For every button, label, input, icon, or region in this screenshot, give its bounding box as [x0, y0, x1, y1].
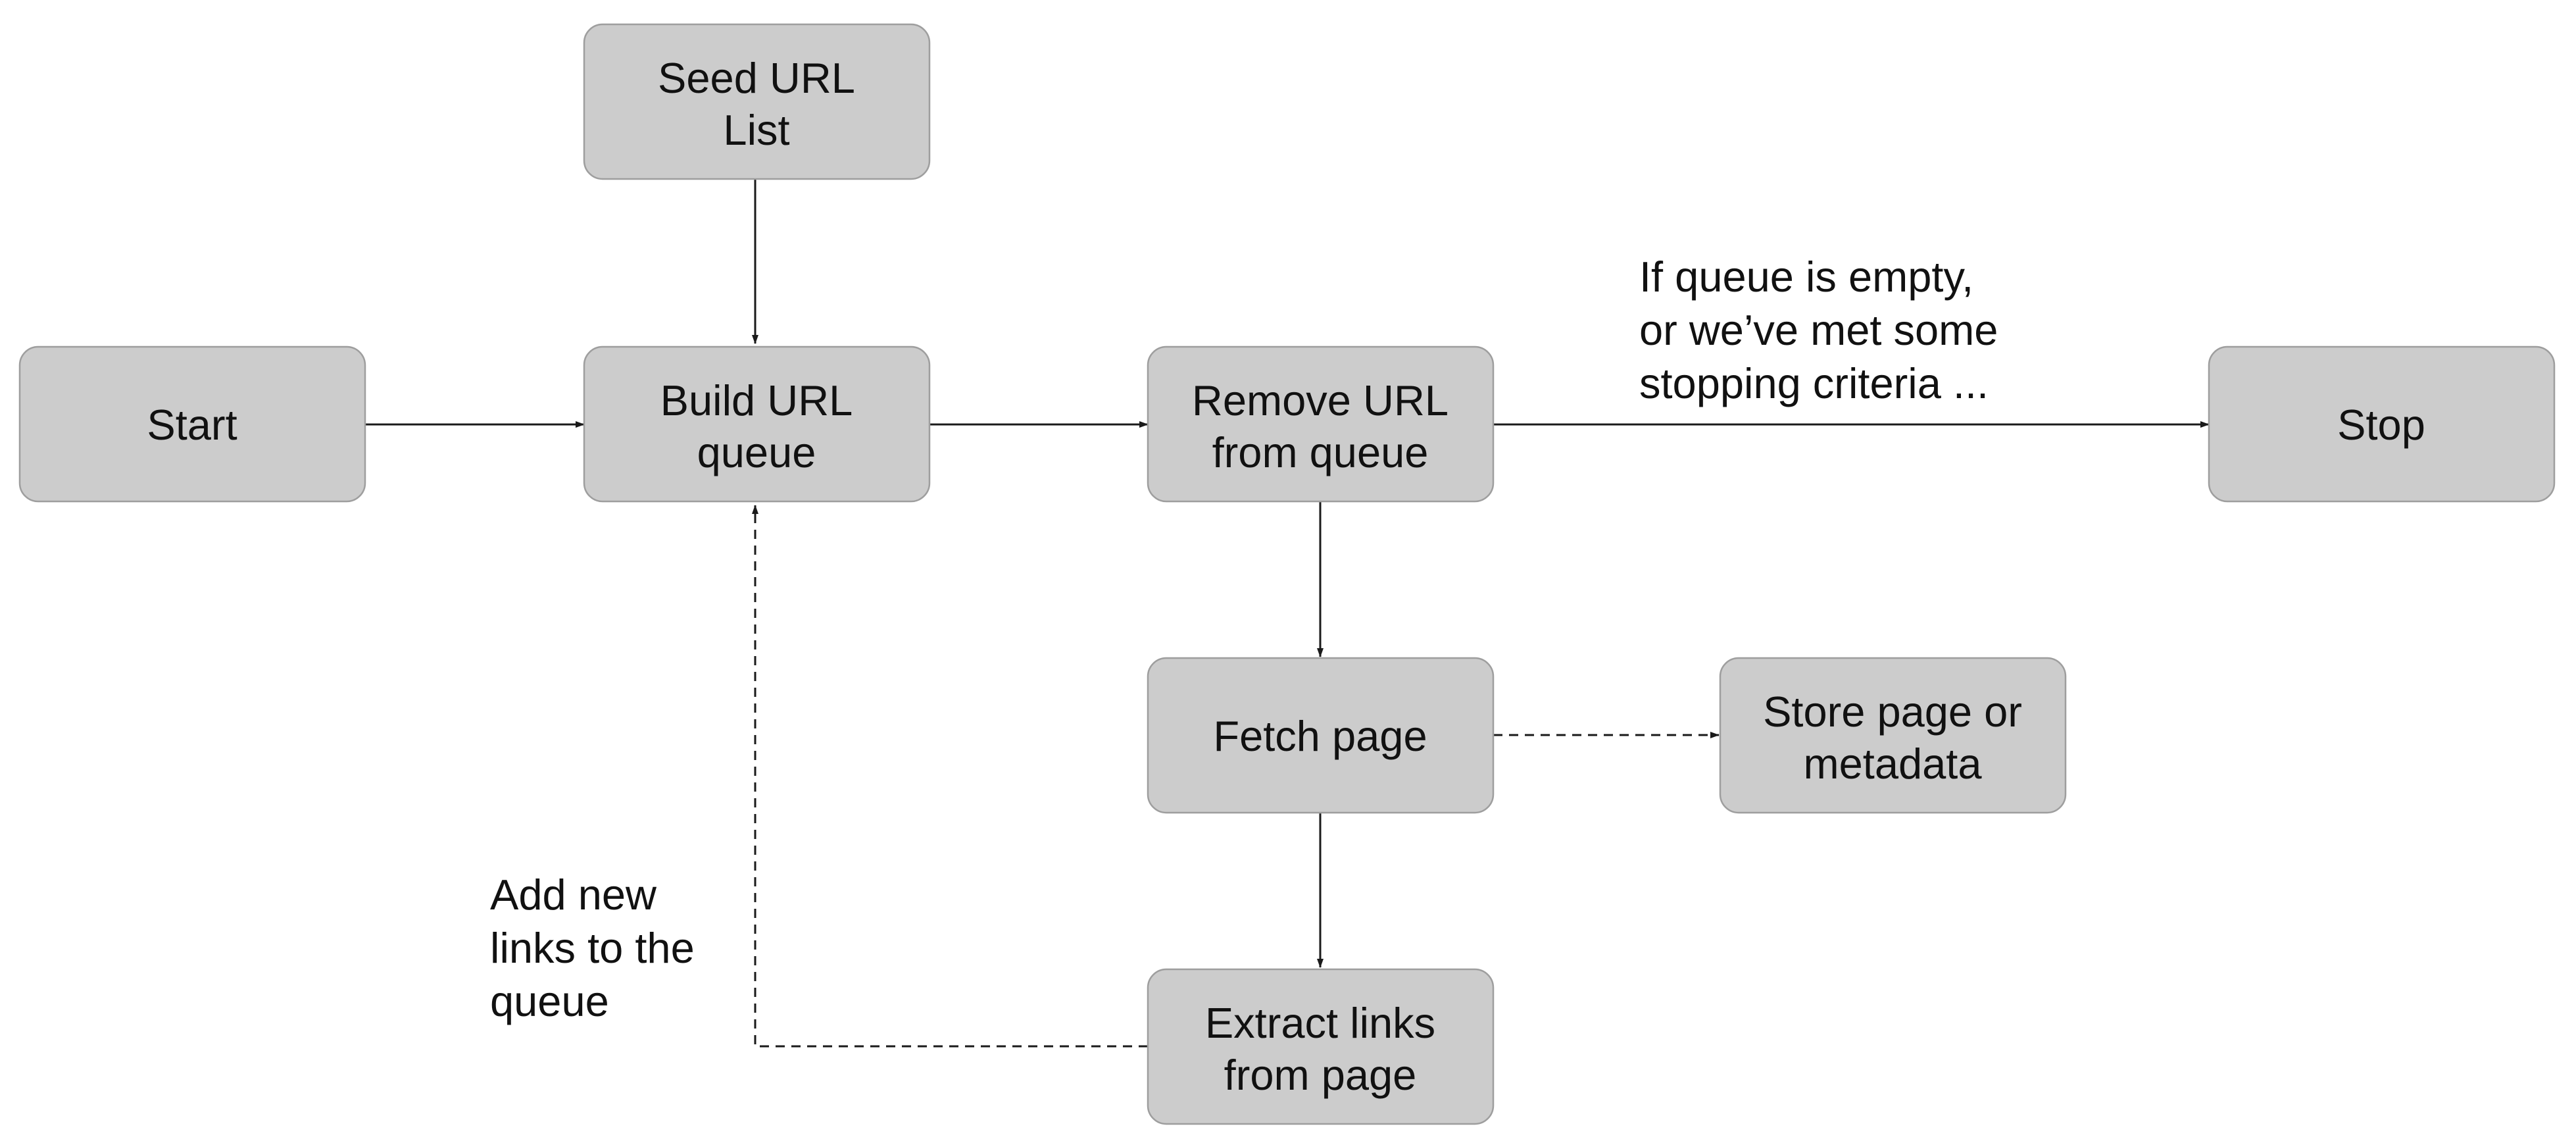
node-fetch-page-line-1: Fetch page [1213, 712, 1427, 760]
node-remove-url-from-queue: Remove URL from queue [1147, 345, 1495, 503]
node-start-line-1: Start [147, 401, 237, 449]
node-fetch-page: Fetch page [1147, 657, 1495, 814]
node-stop-line-1: Stop [2337, 401, 2425, 449]
label-stop-condition: If queue is empty, or we’ve met some sto… [1639, 253, 1998, 407]
node-start: Start [18, 345, 366, 503]
edge-extract-to-build [752, 505, 1148, 1048]
node-build-url-queue-line-1: Build URL [660, 376, 853, 424]
label-stop-condition-line-2: or we’ve met some [1639, 306, 1998, 354]
node-extract-links-line-1: Extract links [1205, 999, 1435, 1047]
node-remove-url-line-2: from queue [1212, 428, 1429, 476]
label-add-new-links-line-1: Add new [490, 871, 657, 919]
node-store-page-line-2: metadata [1803, 740, 1982, 788]
node-stop: Stop [2208, 345, 2556, 503]
node-build-url-queue: Build URL queue [583, 345, 931, 503]
label-add-new-links-line-3: queue [490, 977, 609, 1025]
label-stop-condition-line-1: If queue is empty, [1639, 253, 1973, 301]
label-add-new-links-line-2: links to the [490, 924, 695, 972]
node-store-page-or-metadata: Store page or metadata [1719, 657, 2067, 814]
node-build-url-queue-line-2: queue [697, 428, 816, 476]
node-seed-url-list: Seed URL List [583, 23, 931, 180]
node-extract-links-line-2: from page [1224, 1051, 1417, 1099]
node-store-page-line-1: Store page or [1763, 688, 2022, 736]
label-stop-condition-line-3: stopping criteria ... [1639, 359, 1989, 407]
node-seed-url-list-line-2: List [723, 106, 789, 154]
node-seed-url-list-line-1: Seed URL [658, 54, 855, 102]
label-add-new-links: Add new links to the queue [490, 871, 695, 1025]
node-remove-url-line-1: Remove URL [1192, 376, 1449, 424]
node-extract-links-from-page: Extract links from page [1147, 968, 1495, 1125]
